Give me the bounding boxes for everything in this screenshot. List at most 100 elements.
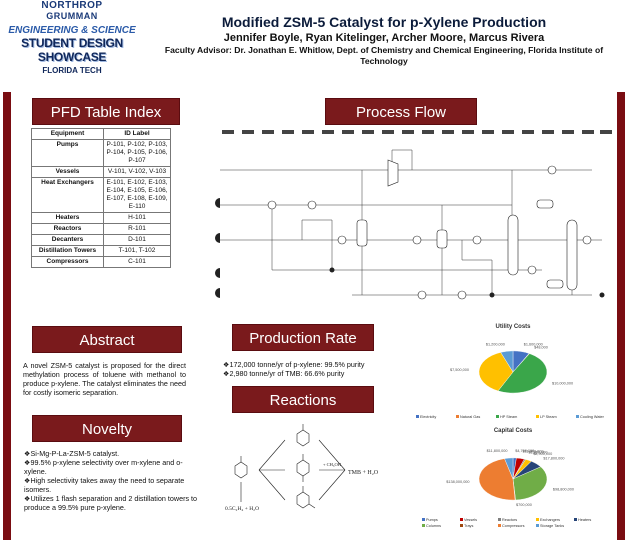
equipment-cell: Pumps	[31, 139, 104, 167]
pfd-stream-line	[461, 240, 493, 295]
pie-slice	[478, 458, 516, 501]
novelty-bullet: ❖High selectivity takes away the need to…	[24, 476, 185, 494]
legend-swatch	[498, 524, 501, 527]
slice-label: $11,200,000	[523, 450, 544, 454]
production-list: ❖172,000 tonne/yr of p-xylene: 99.5% pur…	[223, 360, 413, 378]
novelty-bullet-text: Si-Mg-P-La-ZSM-5 catalyst.	[30, 449, 120, 458]
legend-entry: Cooling Water	[580, 415, 605, 419]
legend-swatch	[574, 518, 577, 521]
legend-swatch	[416, 415, 419, 418]
pie-slice	[500, 350, 514, 373]
pfd-index-heading: PFD Table Index	[32, 98, 180, 125]
equipment-tag	[342, 130, 354, 134]
equipment-tag	[522, 130, 534, 134]
legend-swatch	[576, 415, 579, 418]
reflux-drum	[536, 199, 554, 209]
slice-label: $98,800,000	[553, 487, 574, 491]
equipment-tag	[222, 130, 234, 134]
xylene-ring	[296, 491, 310, 509]
production-item-text: 2,980 tonne/yr of TMB: 66.6% purity	[229, 369, 345, 378]
legend-entry: LP Steam	[540, 415, 557, 419]
slice-label: $8,900,000	[533, 452, 552, 456]
heat-exchanger	[472, 235, 482, 245]
pump-symbol	[215, 198, 220, 208]
heat-exchanger	[267, 200, 277, 210]
equipment-tag	[282, 130, 294, 134]
title-block: Modified ZSM-5 Catalyst for p-Xylene Pro…	[140, 14, 628, 67]
reaction-arrow	[318, 469, 346, 501]
equipment-tag	[242, 130, 254, 134]
legend-swatch	[460, 524, 463, 527]
slice-label: $48,000	[534, 345, 548, 349]
legend-entry: Natural Gas	[460, 415, 480, 419]
distillation-column	[507, 214, 519, 276]
program-line2: STUDENT DESIGN SHOWCASE	[21, 36, 123, 64]
pump-symbol	[489, 292, 495, 298]
slice-label: $1,950,000	[529, 451, 548, 455]
slice-label: $10,000,000	[552, 382, 573, 386]
equipment-tag	[542, 130, 554, 134]
legend-entry: Vessels	[464, 518, 477, 522]
pie-slice	[512, 466, 548, 501]
legend-entry: HP Steam	[500, 415, 517, 419]
heat-exchanger	[307, 200, 317, 210]
heat-exchanger	[547, 165, 557, 175]
compressor-symbol	[387, 159, 399, 187]
id-label-cell: R-101	[103, 223, 171, 235]
poster-header: NORTHROP GRUMMAN ENGINEERING & SCIENCE S…	[0, 0, 628, 86]
novelty-list: ❖Si-Mg-P-La-ZSM-5 catalyst. ❖99.5% p-xyl…	[24, 449, 200, 512]
legend-swatch	[422, 518, 425, 521]
pump-symbol	[215, 233, 220, 243]
legend-swatch	[460, 518, 463, 521]
legend-swatch	[536, 415, 539, 418]
chart-title: Capital Costs	[494, 428, 533, 434]
heat-exchanger	[417, 290, 427, 300]
id-label-cell: E-101, E-102, E-103, E-104, E-105, E-106…	[103, 177, 171, 213]
novelty-bullet: ❖Si-Mg-P-La-ZSM-5 catalyst.	[24, 449, 120, 458]
legend-entry: Columns	[426, 524, 441, 528]
equipment-cell: Heat Exchangers	[31, 177, 104, 213]
legend-entry: Electricity	[420, 415, 436, 419]
poster-authors: Jennifer Boyle, Ryan Kitelinger, Archer …	[223, 32, 545, 44]
utility-costs-chart: Utility Costs$1,600,000$48,000$10,000,00…	[416, 324, 605, 419]
slice-label: $1,200,000	[486, 342, 505, 346]
id-label-cell: T-101, T-102	[103, 245, 171, 257]
production-item: ❖2,980 tonne/yr of TMB: 66.6% purity	[223, 369, 345, 378]
novelty-bullet: ❖Utilizes 1 flash separation and 2 disti…	[24, 494, 198, 512]
process-flow-diagram	[215, 130, 612, 300]
reaction-products: TMB + H₂O	[348, 470, 379, 476]
id-label-cell: V-101, V-102, V-103	[103, 166, 171, 178]
legend-swatch	[496, 415, 499, 418]
pie-slice	[478, 352, 514, 392]
legend-entry: Pumps	[426, 518, 438, 522]
reactions-heading: Reactions	[232, 386, 374, 413]
equipment-tag	[302, 130, 314, 134]
reaction-arrow	[318, 439, 346, 471]
xylene-ring	[296, 459, 310, 477]
legend-swatch	[498, 518, 501, 521]
capital-costs-chart: Capital Costs $4,700,000$11,200,000$1,950…	[422, 428, 591, 528]
legend-swatch	[536, 518, 539, 521]
school-name: FLORIDA TECH	[42, 66, 102, 75]
reaction-methanol: + CH₃OH	[323, 462, 342, 467]
slice-label: $1,600,000	[524, 343, 543, 347]
legend-entry: Storage Tanks	[540, 524, 564, 528]
legend-entry: Compressors	[502, 524, 525, 528]
reaction-byproduct: 0.5C₂H₄ + H₂O	[225, 506, 259, 512]
slice-label: $4,700,000	[515, 449, 534, 453]
equipment-tag	[382, 130, 394, 134]
id-label-cell: D-101	[103, 234, 171, 246]
pie-slice	[504, 457, 514, 480]
id-label-cell: C-101	[103, 256, 171, 268]
id-label-cell: P-101, P-102, P-103, P-104, P-105, P-106…	[103, 139, 171, 167]
column-header-id: ID Label	[103, 128, 171, 140]
program-line1: ENGINEERING & SCIENCE	[8, 25, 136, 36]
xylene-ring	[296, 429, 310, 447]
methyl-bond	[308, 503, 316, 509]
